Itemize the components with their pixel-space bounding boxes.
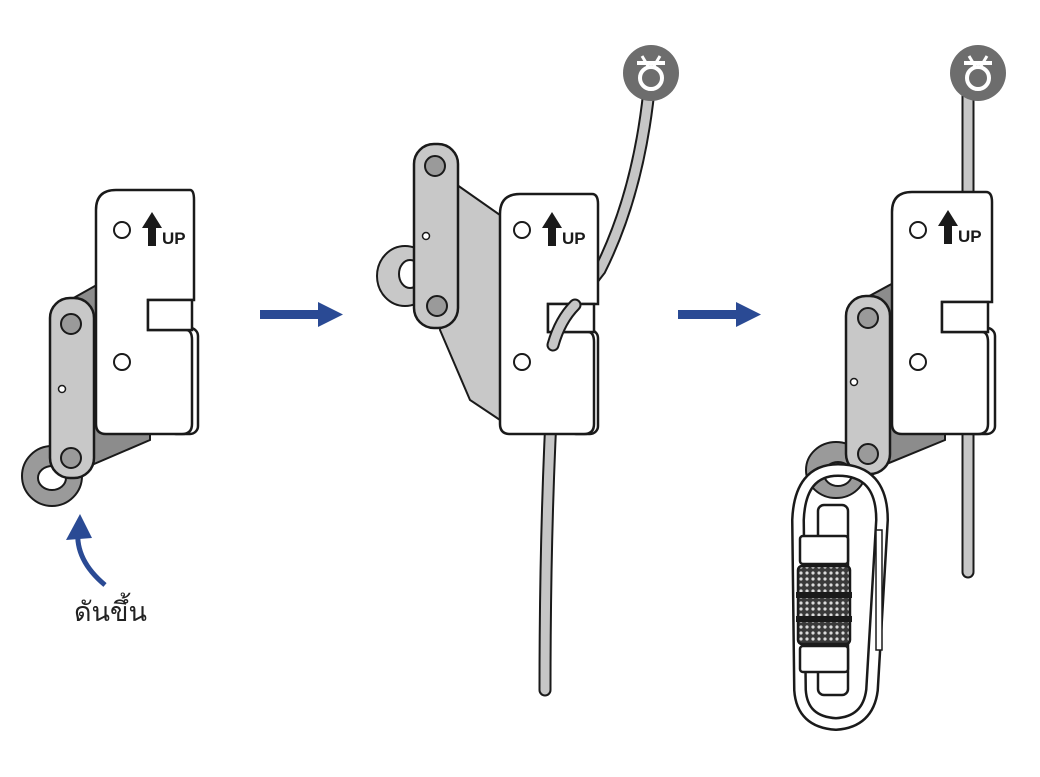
up-label: UP bbox=[958, 227, 982, 246]
step-3-up-marker: UP bbox=[938, 210, 982, 246]
push-up-label: ดันขึ้น bbox=[74, 597, 147, 628]
up-arrow-icon bbox=[142, 212, 162, 246]
up-label: UP bbox=[562, 229, 586, 248]
step-1-up-marker: UP bbox=[142, 212, 186, 248]
step-1-device bbox=[21, 188, 200, 507]
carabiner bbox=[790, 462, 890, 732]
step-3-device bbox=[805, 190, 997, 499]
up-label: UP bbox=[162, 229, 186, 248]
step-2-device bbox=[376, 142, 600, 436]
up-arrow-icon bbox=[542, 212, 562, 246]
anchor-point-icon bbox=[623, 45, 679, 101]
right-arrow-icon bbox=[678, 302, 761, 327]
up-arrow-icon bbox=[938, 210, 958, 244]
anchor-point-icon bbox=[950, 45, 1006, 101]
step-2-up-marker: UP bbox=[542, 212, 586, 248]
right-arrow-icon bbox=[260, 302, 343, 327]
